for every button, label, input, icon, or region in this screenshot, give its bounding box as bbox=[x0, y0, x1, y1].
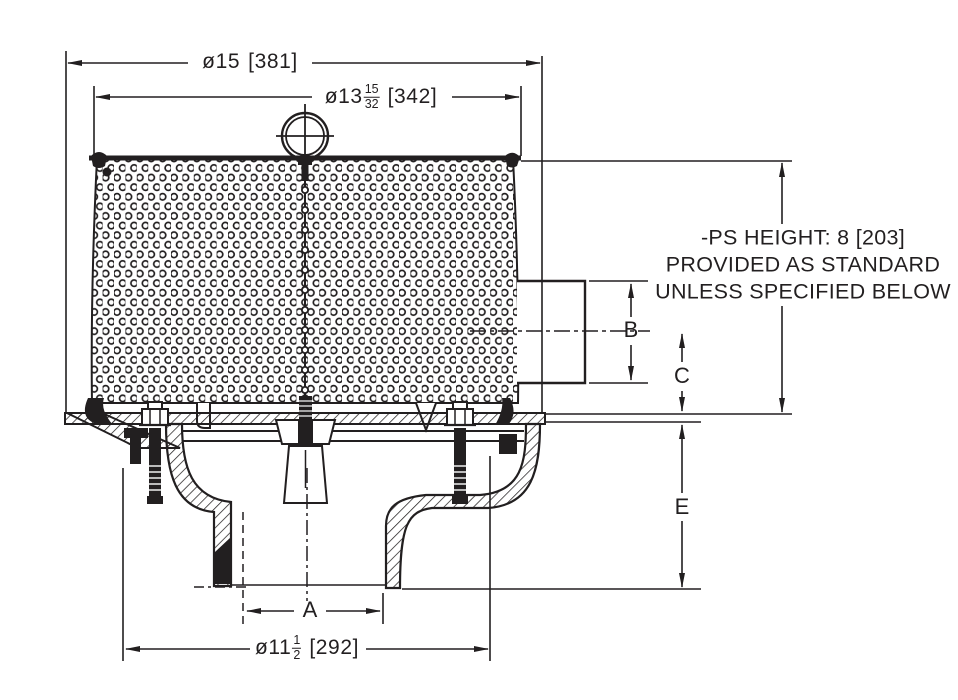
center-standpipe bbox=[274, 396, 337, 504]
hidden-lines bbox=[194, 330, 650, 624]
ps-height-note-line2: PROVIDED AS STANDARD bbox=[665, 252, 941, 277]
membrane-clamp-right bbox=[499, 434, 517, 454]
strainer-top-clips bbox=[91, 152, 520, 181]
side-outlet-pipe bbox=[517, 279, 587, 385]
clamp-bolt-right bbox=[444, 401, 476, 504]
ps-height-note-line3: UNLESS SPECIFIED BELOW bbox=[655, 279, 951, 304]
dim-e-label: E bbox=[674, 494, 690, 519]
sump-body bbox=[164, 422, 542, 590]
dimension-lines bbox=[67, 60, 785, 652]
dim-spigot-od-value: ø11 bbox=[254, 636, 292, 659]
ps-height-note: -PS HEIGHT: 8 [203] PROVIDED AS STANDARD… bbox=[655, 225, 951, 306]
dim-b-label: B bbox=[623, 317, 639, 342]
strainer-seam-beads bbox=[300, 185, 309, 394]
dim-top-od-value: ø15 bbox=[202, 50, 241, 73]
extension-lines bbox=[65, 51, 792, 661]
outlet-gasket bbox=[215, 537, 231, 584]
dim-c-label: C bbox=[674, 363, 690, 388]
ps-height-note-line1: -PS HEIGHT: 8 [203] bbox=[700, 225, 906, 250]
dim-a-label: A bbox=[302, 597, 318, 622]
dim-top-od-text: ø15 [381] bbox=[202, 50, 298, 74]
clamp-bolt-left bbox=[139, 401, 171, 504]
membrane-clamp-left bbox=[124, 428, 148, 464]
dim-dome-od-value: ø13 bbox=[324, 85, 363, 108]
dome-strainer bbox=[84, 152, 521, 433]
dim-dome-od-metric: [342] bbox=[387, 85, 438, 108]
dim-spigot-od-metric: [292] bbox=[309, 636, 360, 659]
lifting-ring bbox=[276, 104, 334, 161]
dim-top-od-metric: [381] bbox=[248, 50, 298, 73]
